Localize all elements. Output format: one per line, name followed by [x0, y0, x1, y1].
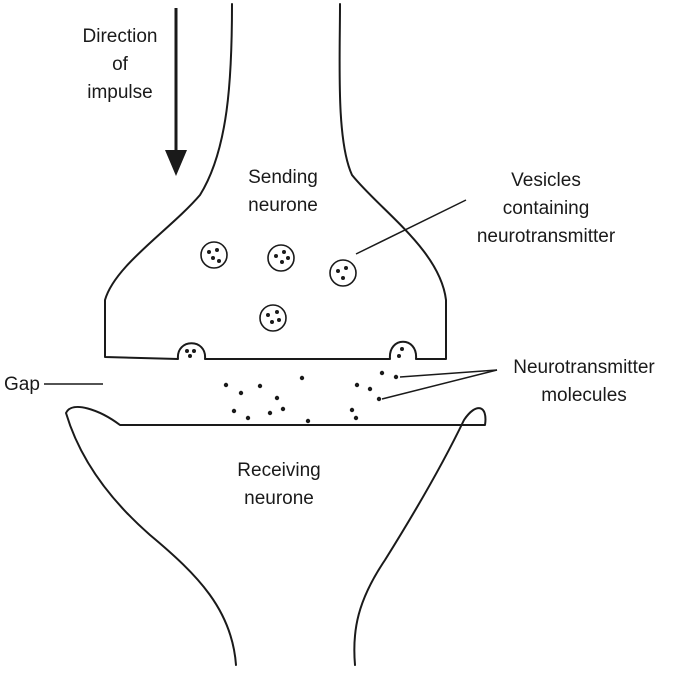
- release-site-dots: [185, 347, 404, 358]
- receiving-neurone-label-line2: neurone: [244, 488, 314, 509]
- vesicles-label-line1: Vesicles: [511, 170, 581, 191]
- direction-label-line3: impulse: [87, 82, 152, 103]
- sending-neurone-label-line2: neurone: [248, 195, 318, 216]
- sending-neurone-label-line1: Sending: [248, 167, 318, 188]
- gap-label: Gap: [4, 374, 40, 395]
- neurotransmitter-leader-line: [381, 369, 498, 400]
- vesicles-label-line3: neurotransmitter: [477, 226, 616, 247]
- receiving-neurone-label-line1: Receiving: [237, 460, 320, 481]
- impulse-direction-arrow: [165, 8, 187, 176]
- vesicle: [200, 241, 228, 269]
- neurotransmitter-leader-line: [399, 369, 498, 378]
- vesicle: [267, 244, 295, 272]
- neurotransmitter-label-line2: molecules: [541, 385, 627, 406]
- sending-neurone-outline: [104, 3, 447, 360]
- receiving-neurone-outline: [65, 406, 487, 666]
- vesicle: [329, 259, 357, 287]
- vesicle: [259, 304, 287, 332]
- neurotransmitter-molecules: [223, 370, 399, 424]
- direction-label-line1: Direction: [83, 26, 158, 47]
- vesicles-leader-line: [355, 199, 467, 255]
- neurotransmitter-label-line1: Neurotransmitter: [513, 357, 655, 378]
- direction-label-line2: of: [112, 54, 129, 75]
- vesicles: [200, 241, 357, 332]
- vesicles-label-line2: containing: [503, 198, 590, 219]
